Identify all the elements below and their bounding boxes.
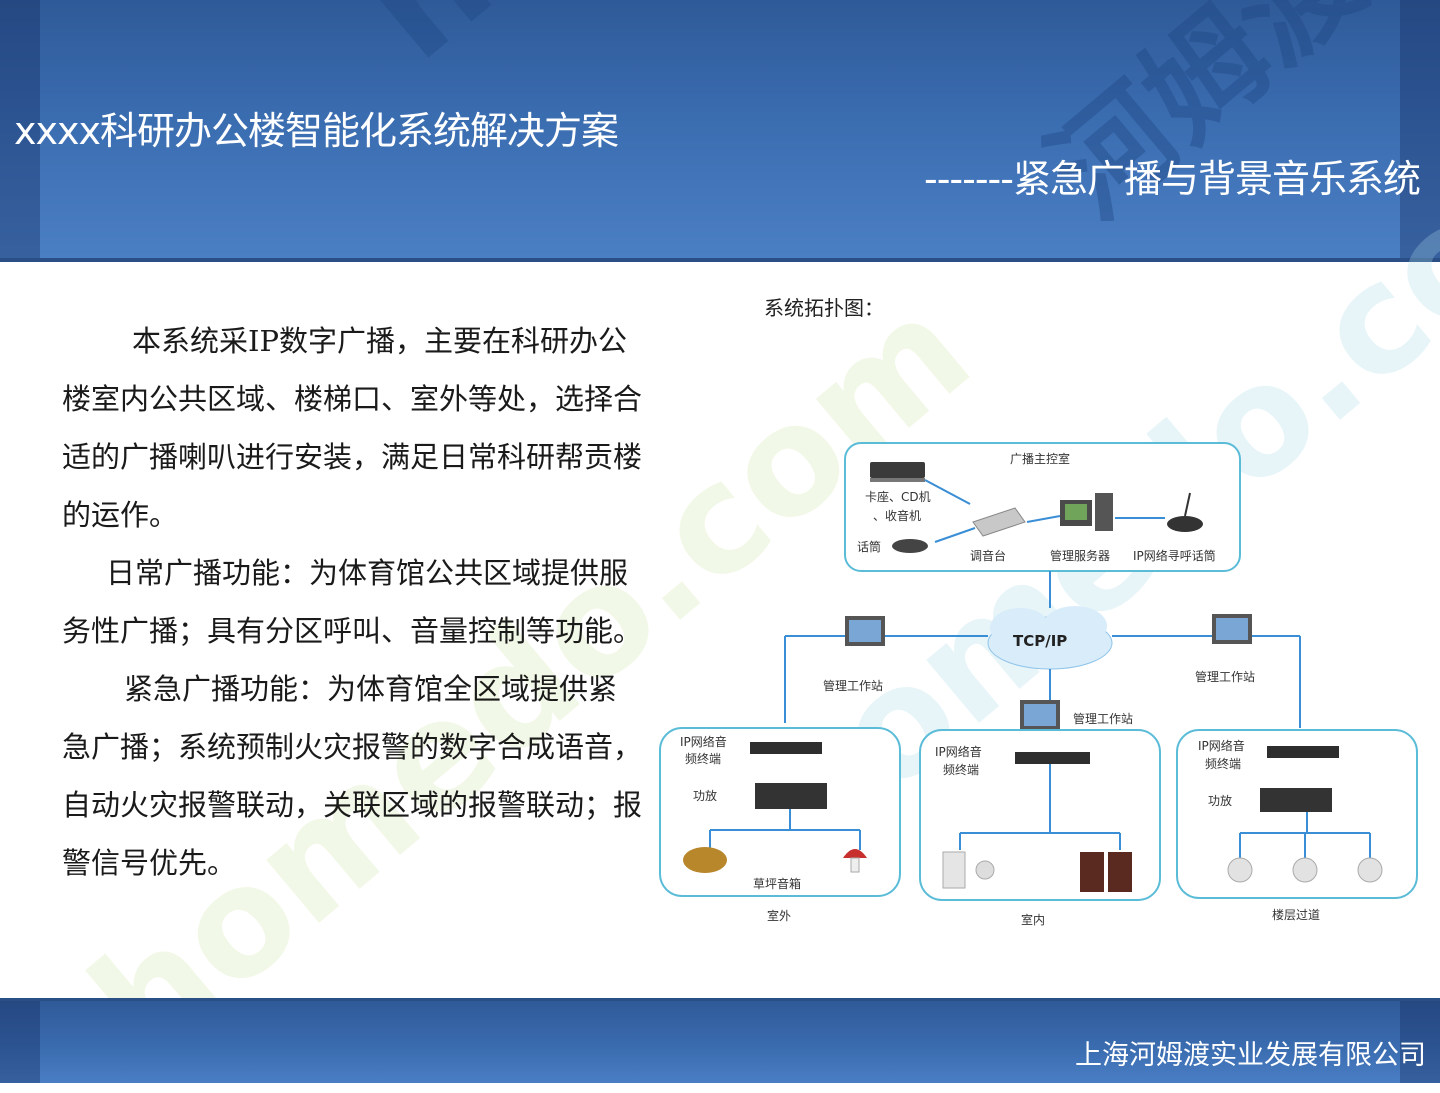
wall-speaker-icon [942, 851, 966, 889]
amplifier-icon [755, 783, 827, 809]
diagram-caption: 系统拓扑图： [764, 296, 884, 320]
paging-mic-icon [1167, 516, 1203, 532]
bookshelf-speaker-icon [1080, 852, 1104, 892]
zone-corridor-box [1176, 729, 1418, 899]
ceiling-speaker-icon [975, 860, 995, 880]
page-title: xxxx科研办公楼智能化系统解决方案 [14, 109, 619, 153]
control-room-label: 广播主控室 [1010, 451, 1070, 466]
ceiling-speaker-icon [1292, 857, 1318, 883]
paragraph-intro: 本系统采IP数字广播，主要在科研办公楼室内公共区域、楼梯口、室外等处，选择合适的… [62, 324, 643, 532]
mic-icon [892, 539, 928, 553]
mixer-icon [972, 507, 1026, 537]
cassette-cd-label: 卡座、CD机 [865, 489, 931, 504]
amp-label: 功放 [693, 788, 717, 803]
terminal-device-icon [1015, 752, 1090, 764]
terminal-label-2: 频终端 [1205, 756, 1241, 771]
terminal-label-1: IP网络音 [935, 744, 982, 759]
network-cloud-icon [987, 606, 1113, 670]
mushroom-speaker-icon [843, 849, 867, 858]
terminal-label-1: IP网络音 [680, 734, 727, 749]
footer-banner: 上海河姆渡实业发展有限公司 [0, 998, 1440, 1083]
topology-diagram: 广播主控室 卡座、CD机 、收音机 调音台 管理服务器 IP网络寻呼话筒 话筒 … [659, 442, 1418, 927]
mic-label: 话筒 [857, 539, 881, 554]
watermark-header-cn: 河姆渡 [1024, 0, 1390, 245]
terminal-device-icon [1267, 746, 1339, 758]
server-label: 管理服务器 [1050, 548, 1110, 563]
paragraph-emergency: 紧急广播功能：为体育馆全区域提供紧急广播；系统预制火灾报警的数字合成语音，自动火… [62, 672, 643, 880]
workstation-right-label: 管理工作站 [1195, 669, 1255, 684]
link-line [924, 479, 971, 505]
network-label: TCP/IP [1013, 632, 1067, 650]
company-name: 上海河姆渡实业发展有限公司 [1075, 1040, 1426, 1071]
ceiling-speaker-icon [1227, 857, 1253, 883]
radio-label: 、收音机 [873, 508, 921, 523]
amplifier-icon [1260, 788, 1332, 812]
amp-label: 功放 [1208, 793, 1232, 808]
zone-indoor-label: 室内 [1021, 912, 1045, 927]
description-text: 本系统采IP数字广播，主要在科研办公楼室内公共区域、楼梯口、室外等处，选择合适的… [62, 312, 642, 892]
terminal-label-2: 频终端 [943, 762, 979, 777]
mixer-label: 调音台 [970, 548, 1006, 563]
terminal-label-1: IP网络音 [1198, 738, 1245, 753]
server-tower-icon [1095, 493, 1113, 531]
paragraph-daily: 日常广播功能：为体育馆公共区域提供服务性广播；具有分区呼叫、音量控制等功能。 [62, 556, 643, 648]
watermark-header: homedo.com [330, 0, 1272, 93]
link-line [1026, 515, 1061, 523]
lawn-speaker-label: 草坪音箱 [753, 876, 801, 891]
terminal-device-icon [750, 742, 822, 754]
terminal-label-2: 频终端 [685, 751, 721, 766]
workstation-left-label: 管理工作站 [823, 678, 883, 693]
link-line [934, 527, 976, 543]
page-subtitle: -------紧急广播与背景音乐系统 [924, 157, 1421, 201]
header-banner: homedo.com 河姆渡 xxxx科研办公楼智能化系统解决方案 ------… [0, 0, 1440, 262]
ceiling-speaker-icon [1357, 857, 1383, 883]
zone-outdoor-label: 室外 [767, 908, 791, 923]
workstation-center-label: 管理工作站 [1073, 711, 1133, 726]
rock-speaker-icon [683, 847, 727, 873]
zone-corridor-label: 楼层过道 [1272, 907, 1320, 922]
cd-player-icon [870, 462, 925, 478]
paging-label: IP网络寻呼话筒 [1133, 548, 1216, 563]
